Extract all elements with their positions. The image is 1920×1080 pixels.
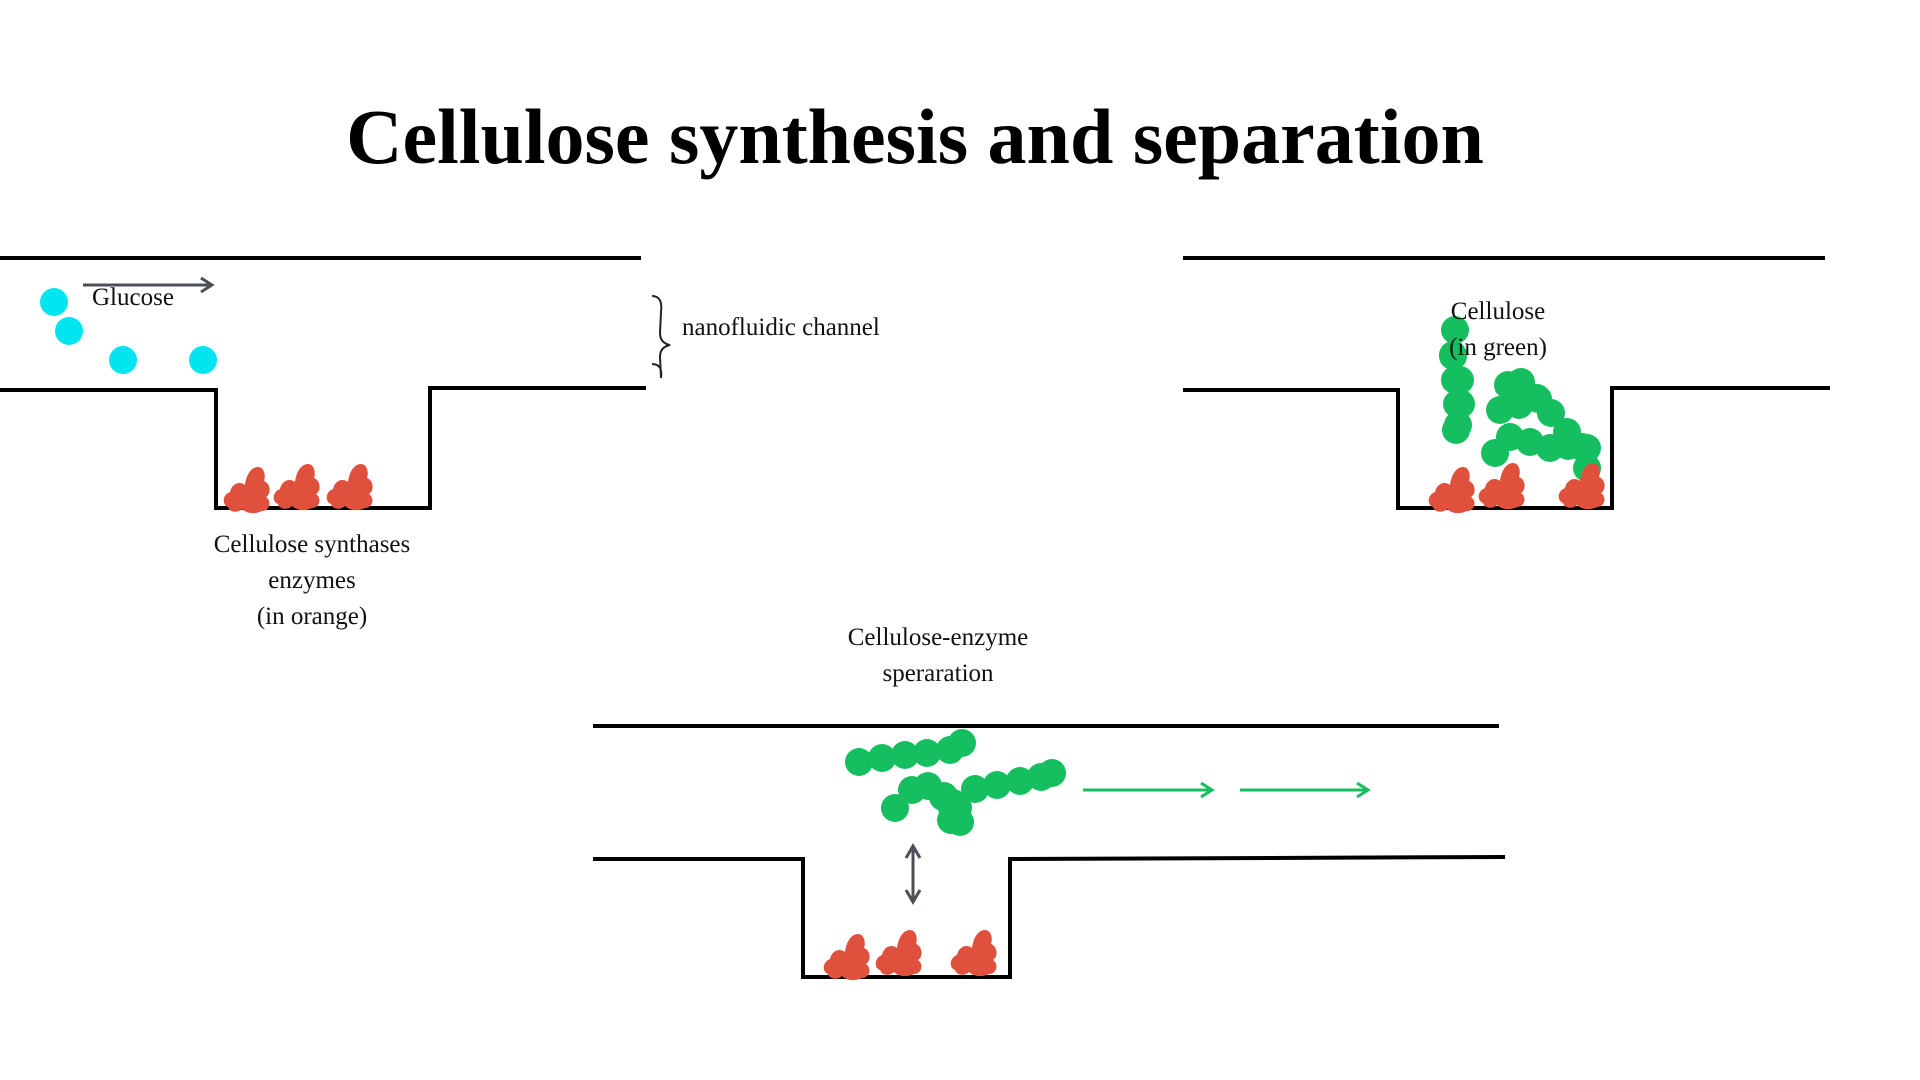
panel-separation (593, 724, 1506, 981)
enzyme-blob-icon (823, 934, 870, 981)
enzyme-blob-icon (875, 930, 922, 977)
enzyme-blob-icon (326, 464, 373, 511)
cellulose-label: Cellulose (in green) (1400, 294, 1596, 366)
glucose-molecule-icon (109, 346, 137, 374)
flow-arrow-icon (1083, 781, 1215, 799)
separation-label-line: speraration (882, 660, 994, 687)
page-title: Cellulose synthesis and separation (346, 93, 1484, 180)
enzyme-blob-icon (223, 467, 270, 514)
cellulose-chain-icon (961, 759, 1066, 803)
synthases-label-line: (in orange) (256, 603, 368, 630)
enzyme-group (223, 464, 373, 514)
synthases-label-line: enzymes (268, 567, 356, 594)
cellulose-chain-icon (1481, 423, 1601, 467)
enzyme-blob-icon (1428, 467, 1475, 514)
synthases-label: Cellulose synthases enzymes (in orange) (170, 527, 454, 635)
separation-label-line: Cellulose-enzyme (847, 624, 1029, 651)
separation-label: Cellulose-enzyme speraration (810, 620, 1066, 692)
enzyme-blob-icon (950, 930, 997, 977)
curly-brace-icon (651, 295, 671, 379)
channel-bottom-wall (593, 855, 1506, 979)
cellulose-chain-icon (1506, 369, 1601, 482)
cellulose-chain-icon (845, 729, 976, 776)
glucose-molecule-icon (55, 317, 83, 345)
glucose-molecule-icon (189, 346, 217, 374)
double-arrow-icon (904, 843, 922, 905)
flow-arrow-icon (1240, 781, 1371, 799)
cellulose-chain-icon (938, 794, 972, 834)
channel-bottom-wall (0, 386, 646, 510)
enzyme-group (823, 930, 997, 981)
nanofluidic-channel-label: nanofluidic channel (682, 314, 880, 341)
panel-cellulose-growth (1183, 256, 1830, 514)
enzyme-blob-icon (273, 464, 320, 511)
glucose-molecule-icon (40, 288, 68, 316)
cellulose-label-line: Cellulose (1450, 298, 1546, 325)
glucose-flow-arrow-icon (83, 276, 215, 294)
cellulose-chain-icon (1439, 341, 1475, 444)
panel-glucose-feed (0, 256, 671, 514)
cellulose-label-line: (in green) (1449, 334, 1547, 361)
synthases-label-line: Cellulose synthases (213, 531, 411, 558)
enzyme-blob-icon (1478, 463, 1525, 510)
glucose-label: Glucose (92, 284, 174, 311)
